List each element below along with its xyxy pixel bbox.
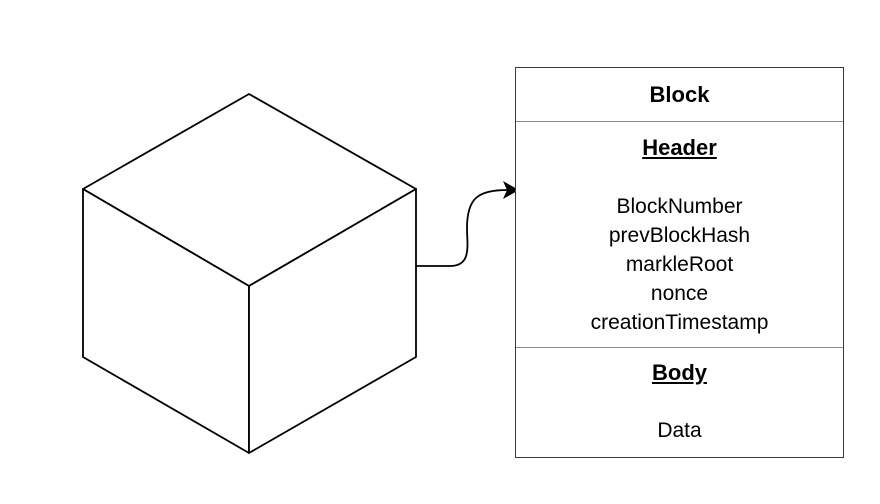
cube-icon: [82, 93, 417, 454]
cube-right-face: [248, 188, 417, 454]
header-body-divider: [516, 347, 843, 348]
header-title: Header: [642, 135, 717, 160]
header-field-list: BlockNumber prevBlockHash markleRoot non…: [516, 192, 843, 337]
body-title: Body: [652, 360, 707, 385]
title-divider: [516, 121, 843, 122]
body-data: Data: [657, 419, 702, 442]
header-field-nonce: nonce: [650, 282, 709, 305]
block-structure-box: Block Header BlockNumber prevBlockHash m…: [515, 67, 844, 458]
connector-line: [416, 189, 509, 267]
header-field-prev-block-hash: prevBlockHash: [608, 224, 751, 247]
arrowhead-icon: [503, 181, 519, 199]
header-field-block-number: BlockNumber: [616, 195, 743, 218]
header-field-markle-root: markleRoot: [625, 253, 734, 276]
header-field-creation-timestamp: creationTimestamp: [590, 311, 769, 334]
block-title: Block: [649, 82, 710, 107]
